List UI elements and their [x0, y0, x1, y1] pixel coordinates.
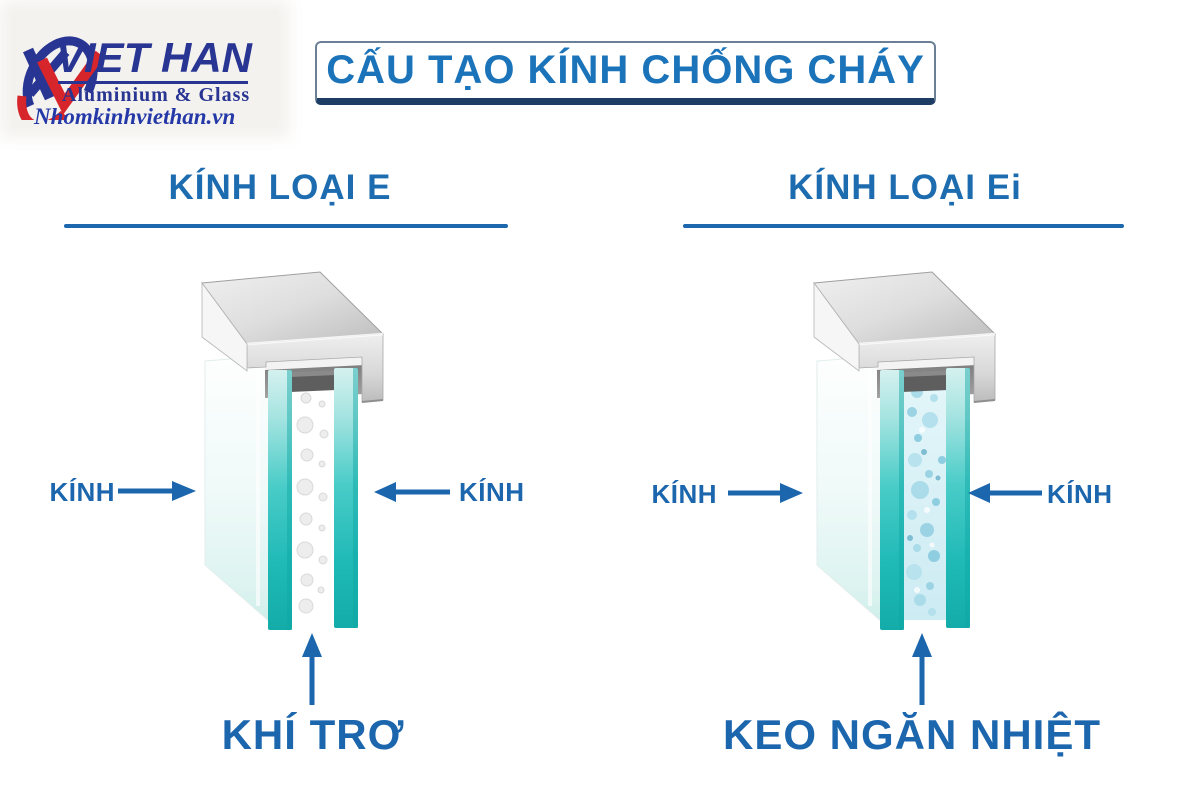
logo-brand-text: VIET HAN	[56, 34, 253, 81]
arrow-up-to-core-right-unit	[912, 633, 932, 705]
heading-type-ei: KÍNH LOẠI Ei	[788, 168, 1022, 207]
arrow-right-to-glass-right-unit	[728, 483, 803, 503]
logo-website: Nhomkinhviethan.vn	[34, 104, 236, 129]
arrow-left-to-glass-left-unit	[374, 482, 450, 502]
label-core-heat-gel: KEO NGĂN NHIỆT	[722, 711, 1101, 758]
label-glass-right-unit1: KÍNH	[459, 477, 525, 507]
logo-mark-icon	[17, 36, 105, 120]
arrow-up-to-core-left-unit	[302, 633, 322, 705]
heading-type-e: KÍNH LOẠI E	[168, 168, 392, 207]
heading-underline-type-ei	[683, 224, 1124, 228]
title-banner: CẤU TẠO KÍNH CHỐNG CHÁY	[315, 41, 936, 105]
glass-unit-type-e	[201, 271, 385, 630]
glass-unit-type-ei	[813, 271, 997, 630]
arrow-right-to-glass-left-unit	[118, 481, 196, 501]
label-core-inert-gas: KHÍ TRƠ	[221, 711, 405, 758]
heading-underline-type-e	[64, 224, 508, 228]
logo-tagline: Aluminium & Glass	[62, 84, 251, 106]
page-title: CẤU TẠO KÍNH CHỐNG CHÁY	[326, 48, 925, 92]
label-glass-left-unit1: KÍNH	[49, 477, 115, 507]
logo-divider	[58, 81, 248, 84]
label-glass-left-unit2: KÍNH	[651, 479, 717, 509]
annotation-arrows	[118, 481, 1042, 705]
arrow-left-to-glass-right-unit	[968, 483, 1042, 503]
label-glass-right-unit2: KÍNH	[1047, 479, 1113, 509]
